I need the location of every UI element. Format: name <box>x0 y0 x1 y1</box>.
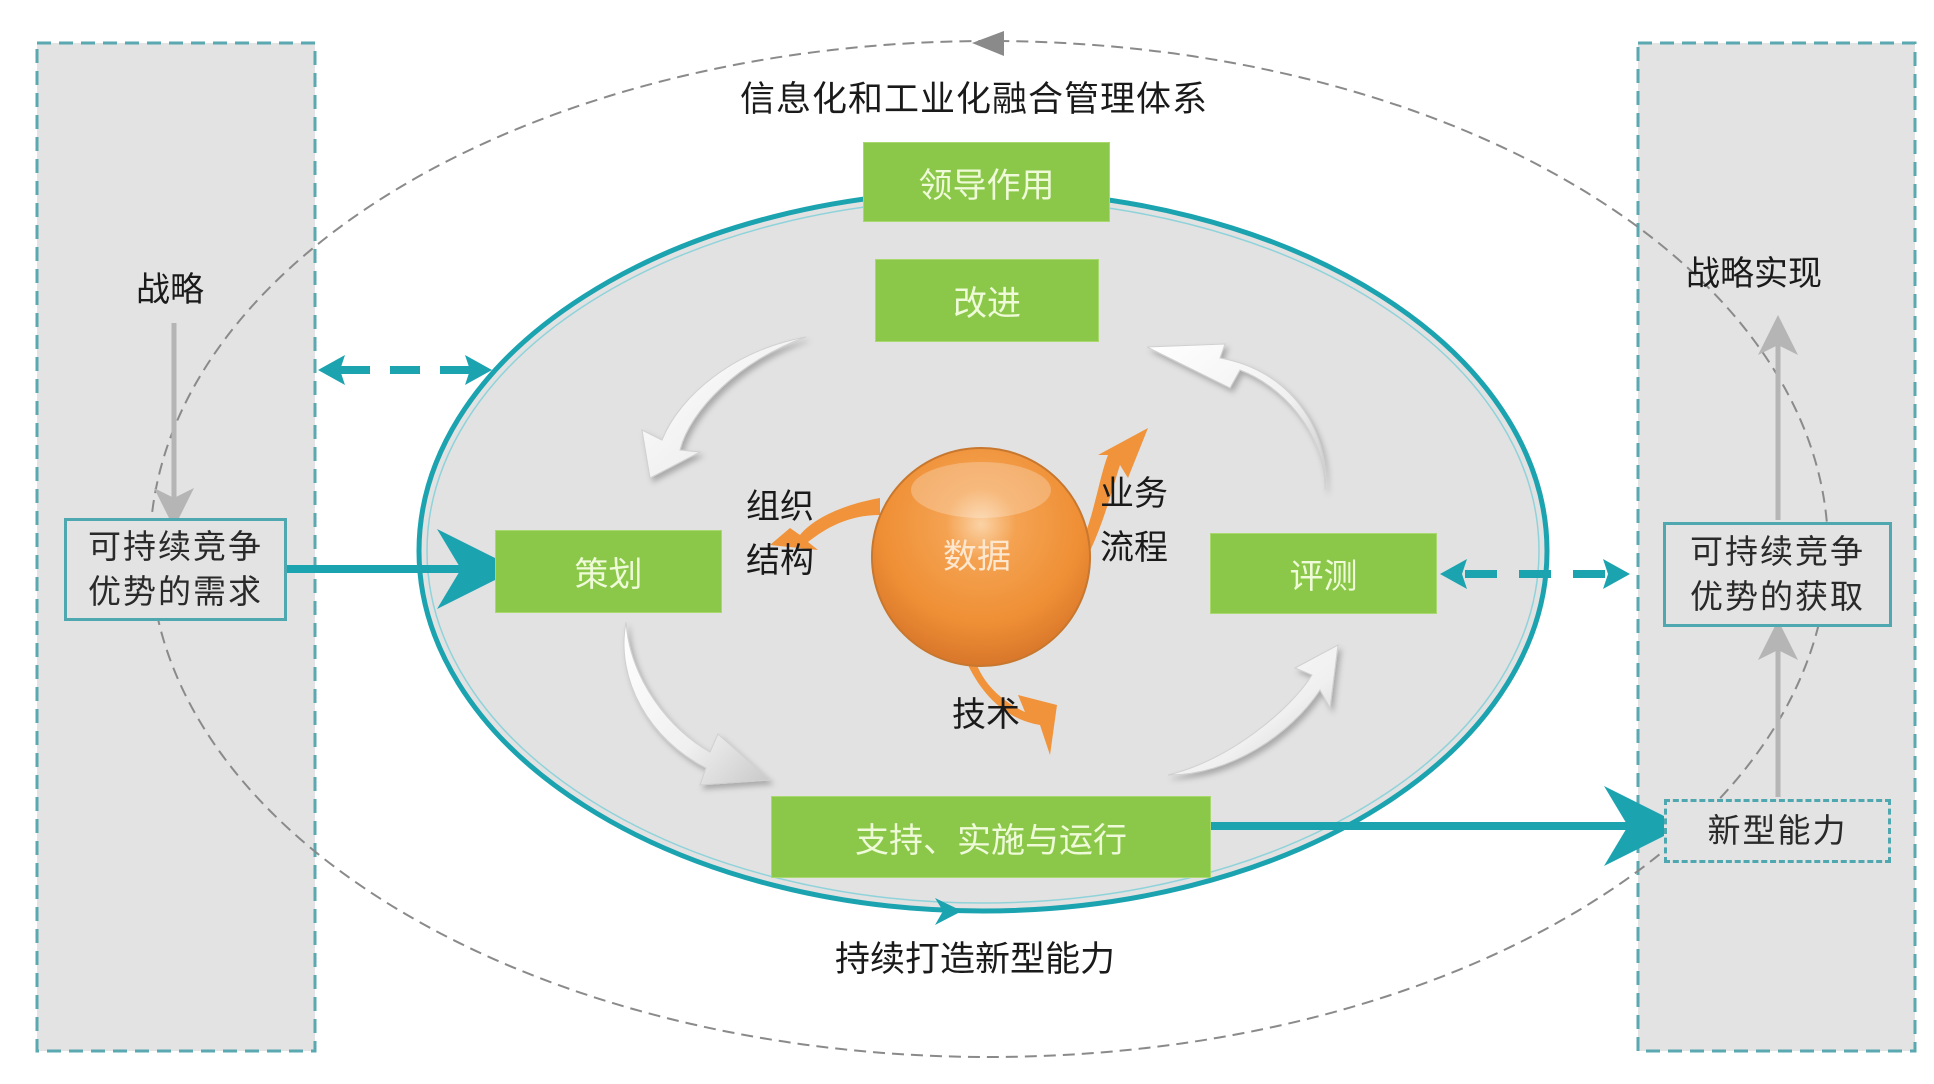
dashed-double-arrow-right <box>1440 559 1630 589</box>
arrow-plan-to-support <box>623 621 772 786</box>
bottom-caption: 持续打造新型能力 <box>835 940 1116 980</box>
arrow-evaluate-to-improve <box>1146 343 1326 491</box>
technology-label: 技术 <box>952 695 1020 735</box>
leadership-label: 领导作用 <box>918 165 1055 206</box>
arrow-support-to-evaluate <box>1167 644 1339 776</box>
support-box: 支持、实施与运行 <box>771 796 1211 878</box>
organization-line2: 结构 <box>746 541 814 582</box>
plan-box: 策划 <box>495 530 722 613</box>
diagram-title: 信息化和工业化融合管理体系 <box>740 80 1209 120</box>
demand-box: 可持续竞争 优势的需求 <box>64 518 287 621</box>
new-capability-label: 新型能力 <box>1707 810 1848 850</box>
business-process-label: 业务 流程 <box>1100 467 1168 576</box>
evaluate-box: 评测 <box>1210 533 1437 614</box>
cycle-direction-arrowhead <box>935 898 962 925</box>
acquire-box-line1: 可持续竞争 <box>1690 531 1865 571</box>
orange-arrow-business <box>1083 428 1148 555</box>
evaluate-label: 评测 <box>1289 557 1358 597</box>
orange-arrow-organization <box>770 498 880 550</box>
plan-label: 策划 <box>574 555 643 595</box>
data-center-label: 数据 <box>943 537 1011 577</box>
arrow-improve-to-plan <box>641 336 807 479</box>
orange-arrow-technology <box>968 660 1057 755</box>
outer-cycle-arrowhead <box>972 31 1004 56</box>
support-label: 支持、实施与运行 <box>855 820 1127 861</box>
data-sphere <box>871 447 1091 667</box>
acquire-box: 可持续竞争 优势的获取 <box>1663 522 1892 627</box>
leadership-box: 领导作用 <box>863 142 1110 222</box>
new-capability-box: 新型能力 <box>1664 799 1891 863</box>
demand-box-line1: 可持续竞争 <box>88 526 263 566</box>
improve-box: 改进 <box>875 259 1099 342</box>
acquire-box-line2: 优势的获取 <box>1690 576 1865 616</box>
improve-label: 改进 <box>953 284 1021 324</box>
organization-label: 组织 结构 <box>746 480 814 589</box>
strategy-realized-label: 战略实现 <box>1686 254 1822 294</box>
dashed-double-arrow-left <box>318 355 492 385</box>
organization-line1: 组织 <box>746 487 814 527</box>
demand-box-line2: 优势的需求 <box>88 571 263 611</box>
sphere-highlight <box>911 462 1051 518</box>
business-line2: 流程 <box>1100 528 1168 569</box>
strategy-label: 战略 <box>136 270 204 310</box>
business-line1: 业务 <box>1100 474 1168 514</box>
